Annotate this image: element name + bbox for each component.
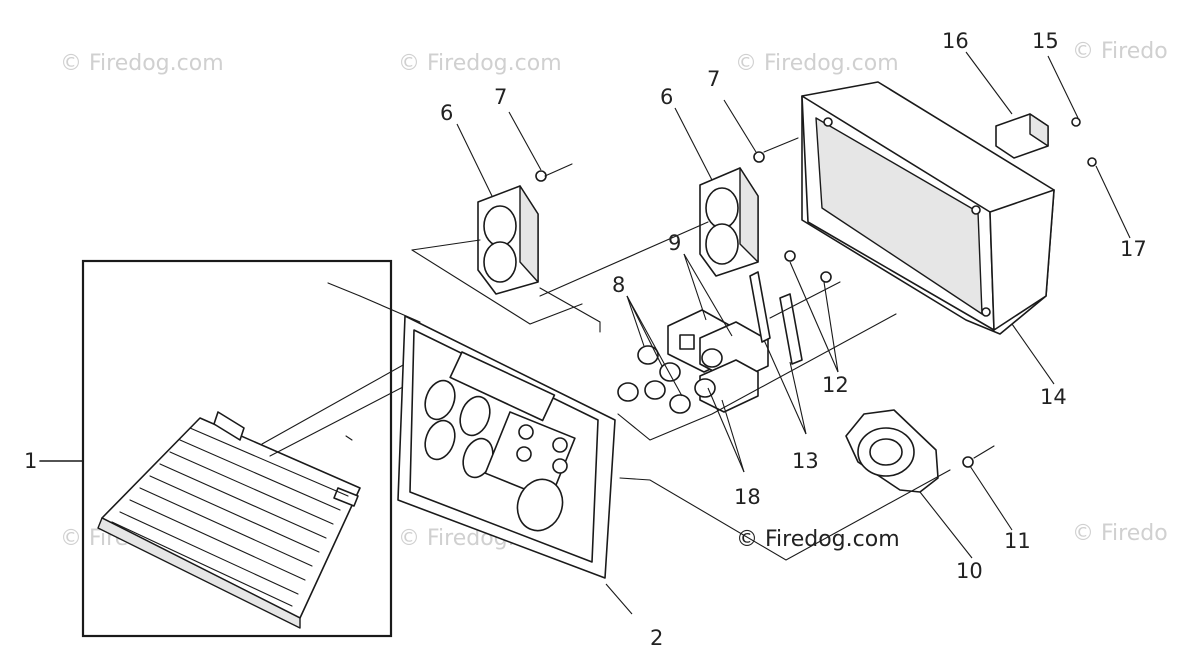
callout-6-left: 6 [440,101,453,125]
screw-part [1071,117,1081,127]
callout-13: 13 [792,449,819,473]
receptacle-right-part [699,151,765,277]
receptacle-alignment-lines [411,137,799,333]
front-panel-part [397,315,616,579]
watermark: © Firedo [1072,521,1168,546]
callout-17: 17 [1120,237,1147,261]
receptacle-left-part [477,170,547,295]
callout-7-right: 7 [707,67,720,91]
callout-7-left: 7 [494,85,507,109]
outlet-cover-part [97,411,361,629]
watermark: © Firedo [1072,39,1168,64]
callout-16: 16 [942,29,969,53]
callout-15: 15 [1032,29,1059,53]
twist-lock-outlet-part [619,409,995,561]
callout-18: 18 [734,485,761,509]
cover-frame-group [39,259,456,638]
brackets-part [617,250,897,441]
housing-box-part [801,81,1055,335]
callout-11: 11 [1004,529,1031,553]
callout-leaders [456,51,1131,615]
watermark: © Firedog.com [60,51,224,76]
callout-14: 14 [1040,385,1067,409]
watermark: © Firedog.com [735,51,899,76]
cover-frame-box [81,259,393,638]
callout-12: 12 [822,373,849,397]
callout-9: 9 [668,231,681,255]
screw-part [753,151,765,163]
nut-part [962,456,974,468]
terminal-block-part [995,113,1097,167]
callout-2: 2 [650,626,663,650]
watermark: © Firedog.com [398,51,562,76]
firedog-watermark: © Firedog.com [736,527,900,552]
callout-10: 10 [956,559,983,583]
callout-1: 1 [24,449,37,473]
callout-8: 8 [612,273,625,297]
screw-part [1087,157,1097,167]
breakers-part [617,309,769,414]
callout-6-right: 6 [660,85,673,109]
callout-labels: 1 2 6 7 6 7 8 9 10 11 12 13 14 15 16 17 … [24,29,1147,650]
